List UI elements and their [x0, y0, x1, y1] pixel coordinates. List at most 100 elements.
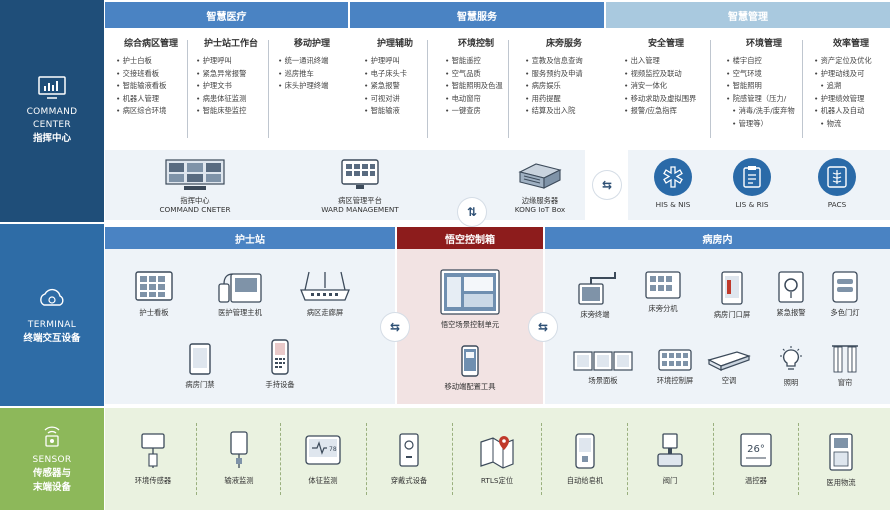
column-title: 环境管理 [745, 39, 782, 49]
separator [710, 40, 711, 138]
soap-dispenser-icon [575, 433, 595, 469]
exchange-arrow-icon: ⇆ [593, 171, 621, 199]
sensor-soap-dispenser[interactable]: 自动给皂机 [552, 432, 618, 486]
curtain-icon [832, 345, 858, 373]
header-control-box: 悟空控制箱 [397, 227, 543, 249]
list-item: 护理呼叫 [364, 55, 426, 68]
platform-label: 边缘服务器 [521, 196, 559, 205]
separator [508, 40, 509, 138]
list-item: 报警/应急指挥 [624, 105, 708, 118]
device-bedside-terminal[interactable]: 床旁终端 [568, 270, 622, 319]
edge-server-platform[interactable]: 边缘服务器 KONG IoT Box [500, 158, 580, 214]
list-item: 护理绩效管理 [814, 93, 888, 106]
sensor-label: 穿戴式设备 [390, 476, 428, 485]
sensor-valve[interactable]: 阀门 [637, 432, 703, 486]
separator [713, 423, 714, 495]
vitals-value: 78 [329, 446, 337, 453]
sensor-logistics[interactable]: 医用物流 [808, 432, 874, 488]
list-item: 管理等） [726, 118, 802, 131]
sensor-label: 医用物流 [826, 478, 856, 487]
list-item: 智能输液 [364, 105, 426, 118]
ward-management-platform[interactable]: 病区管理平台 WARD MANAGEMENT [310, 158, 410, 214]
light-bulb-icon [780, 346, 802, 370]
sensor-thermostat[interactable]: 26° 温控器 [723, 432, 789, 486]
band-zh: 终端交互设备 [23, 332, 81, 344]
device-air-conditioner[interactable]: 空调 [702, 348, 756, 385]
band-zh: 指挥中心 [32, 133, 71, 144]
device-scene-panel[interactable]: 场景面板 [568, 350, 638, 385]
separator [280, 423, 281, 495]
list-item: 统一通讯终端 [278, 55, 346, 68]
device-environment-screen[interactable]: 环境控制屏 [640, 348, 710, 385]
device-door-screen[interactable]: 病房门口屏 [702, 270, 762, 319]
device-label: 床旁终端 [580, 310, 610, 319]
list-item: 病患体征监测 [196, 93, 266, 106]
header-ward-inside: 病房内 [545, 227, 890, 249]
column-bedside-service: 床旁服务 宣教及信息查询服务预约及申请病房娱乐用药提醒结算及出入院 [525, 36, 603, 118]
infusion-bag-icon [230, 431, 248, 468]
system-his-nis[interactable]: HIS & NIS [648, 158, 698, 209]
device-emergency-alarm[interactable]: 紧急报警 [764, 270, 818, 317]
sensor-rtls[interactable]: RTLS定位 [462, 432, 532, 486]
list-item: 资产定位及优化 [814, 55, 888, 68]
column-mobile-nursing: 移动护理 统一通讯终端巡房推车床头护理终端 [278, 36, 346, 93]
device-bedside-extension[interactable]: 床旁分机 [636, 270, 690, 313]
sensor-vitals[interactable]: 78 体征监测 [290, 432, 356, 486]
device-corridor-screen[interactable]: 病区走廊屏 [290, 270, 360, 317]
system-pacs[interactable]: PACS [812, 158, 862, 209]
sensor-label: 输液监测 [224, 476, 254, 485]
device-nurse-host[interactable]: 医护管理主机 [200, 270, 280, 317]
list-item: 物流 [814, 118, 888, 131]
device-mobile-config[interactable]: 移动端配置工具 [425, 344, 515, 391]
control-unit-icon [440, 269, 500, 315]
system-lis-ris[interactable]: LIS & RIS [727, 158, 777, 209]
list-item: 消安一体化 [624, 80, 708, 93]
device-handheld[interactable]: 手持设备 [250, 338, 310, 389]
column-title: 护士站工作台 [203, 39, 258, 49]
list-item: 院感管理（压力/ [726, 93, 802, 106]
column-title: 护理辅助 [376, 39, 413, 49]
separator [541, 423, 542, 495]
device-curtain[interactable]: 窗帘 [820, 344, 870, 387]
terminal-band: TERMINAL 终端交互设备 [0, 224, 104, 406]
device-label: 窗帘 [837, 378, 853, 387]
column-environment-management: 环境管理 楼宇自控空气环境智能照明院感管理（压力/消毒/洗手/废弃物管理等） [726, 36, 802, 131]
wearable-device-icon [399, 433, 419, 467]
device-label: 照明 [783, 378, 799, 387]
device-door-light[interactable]: 多色门灯 [820, 270, 870, 317]
list-item: 用药提醒 [525, 93, 603, 106]
device-label: 床旁分机 [648, 304, 678, 313]
list-item: 宣教及信息查询 [525, 55, 603, 68]
device-label: 病区走廊屏 [306, 308, 344, 317]
list-item: 可视对讲 [364, 93, 426, 106]
command-center-platform[interactable]: 指挥中心 COMMAND CNETER [150, 158, 240, 214]
platform-label: 病区管理平台 [338, 196, 382, 205]
band-en: TERMINAL [27, 319, 77, 330]
handheld-icon [271, 339, 289, 375]
list-item: 巡房推车 [278, 68, 346, 81]
list-item: 空气品质 [445, 68, 507, 81]
list-item: 智能照明及色温 [445, 80, 507, 93]
header-smart-service: 智慧服务 [350, 2, 604, 28]
sensor-label: 温控器 [745, 476, 767, 485]
thermostat-value: 26° [747, 444, 765, 455]
device-nurse-board[interactable]: 护士看板 [124, 270, 184, 317]
column-nursing-assist: 护理辅助 护理呼叫电子床头卡紧急报警可视对讲智能输液 [364, 36, 426, 118]
list-item: 一键查房 [445, 105, 507, 118]
device-lighting[interactable]: 照明 [764, 346, 818, 387]
sensor-infusion[interactable]: 输液监测 [206, 430, 272, 486]
list-item: 智能输液看板 [116, 80, 186, 93]
mobile-phone-icon [461, 345, 479, 377]
sensor-wearable[interactable]: 穿戴式设备 [376, 432, 442, 486]
router-screen-icon [300, 271, 350, 301]
column-environment-control: 环境控制 智能遥控空气品质智能照明及色温电动窗帘一键查房 [445, 36, 507, 118]
device-label: 环境控制屏 [656, 376, 694, 385]
platform-sub: WARD MANAGEMENT [321, 205, 399, 214]
sensor-environment[interactable]: 环境传感器 [120, 430, 186, 486]
vertical-arrow-icon: ⇅ [458, 198, 486, 226]
sensor-label: 体征监测 [308, 476, 338, 485]
device-scene-control-unit[interactable]: 悟空场景控制单元 [425, 268, 515, 329]
device-ward-access[interactable]: 病房门禁 [170, 342, 230, 389]
list-item: 护士白板 [116, 55, 186, 68]
logistics-station-icon [829, 433, 853, 471]
